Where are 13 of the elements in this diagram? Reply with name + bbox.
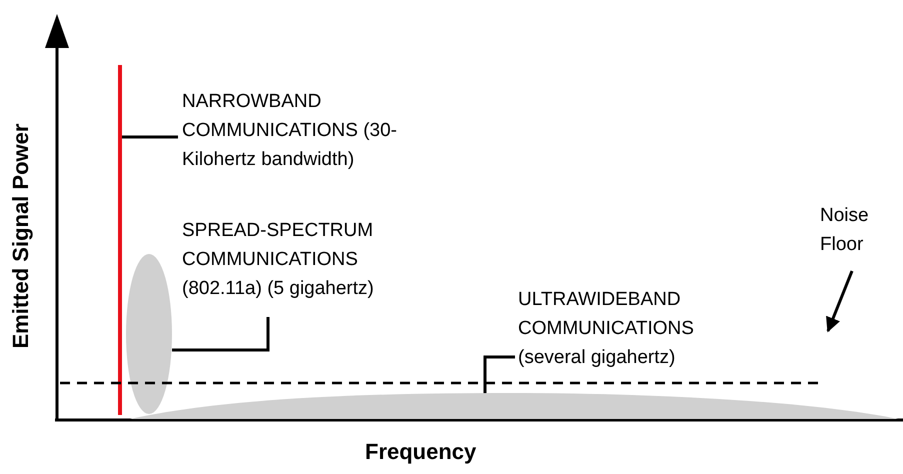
spectrum-mound	[130, 393, 898, 419]
callout-text: Noise Floor	[820, 201, 890, 259]
leader-line	[484, 356, 515, 394]
callout-text: SPREAD-SPECTRUM COMMUNICATIONS (802.11a) (5 gigahertz)	[182, 216, 414, 303]
callout-text: NARROWBAND COMMUNICATIONS (30- Kilohertz bandwidth)	[182, 87, 404, 174]
axis-label: Frequency	[365, 438, 476, 466]
spectrum-ellipse	[126, 254, 172, 414]
callout-text: ULTRAWIDEBAND COMMUNICATIONS (several gigahertz)	[518, 285, 723, 372]
axis-label: Emitted Signal Power	[7, 124, 34, 348]
signal-bar	[118, 65, 122, 415]
arrow	[826, 270, 854, 332]
leader-line	[172, 317, 270, 352]
leader-line	[122, 136, 178, 138]
